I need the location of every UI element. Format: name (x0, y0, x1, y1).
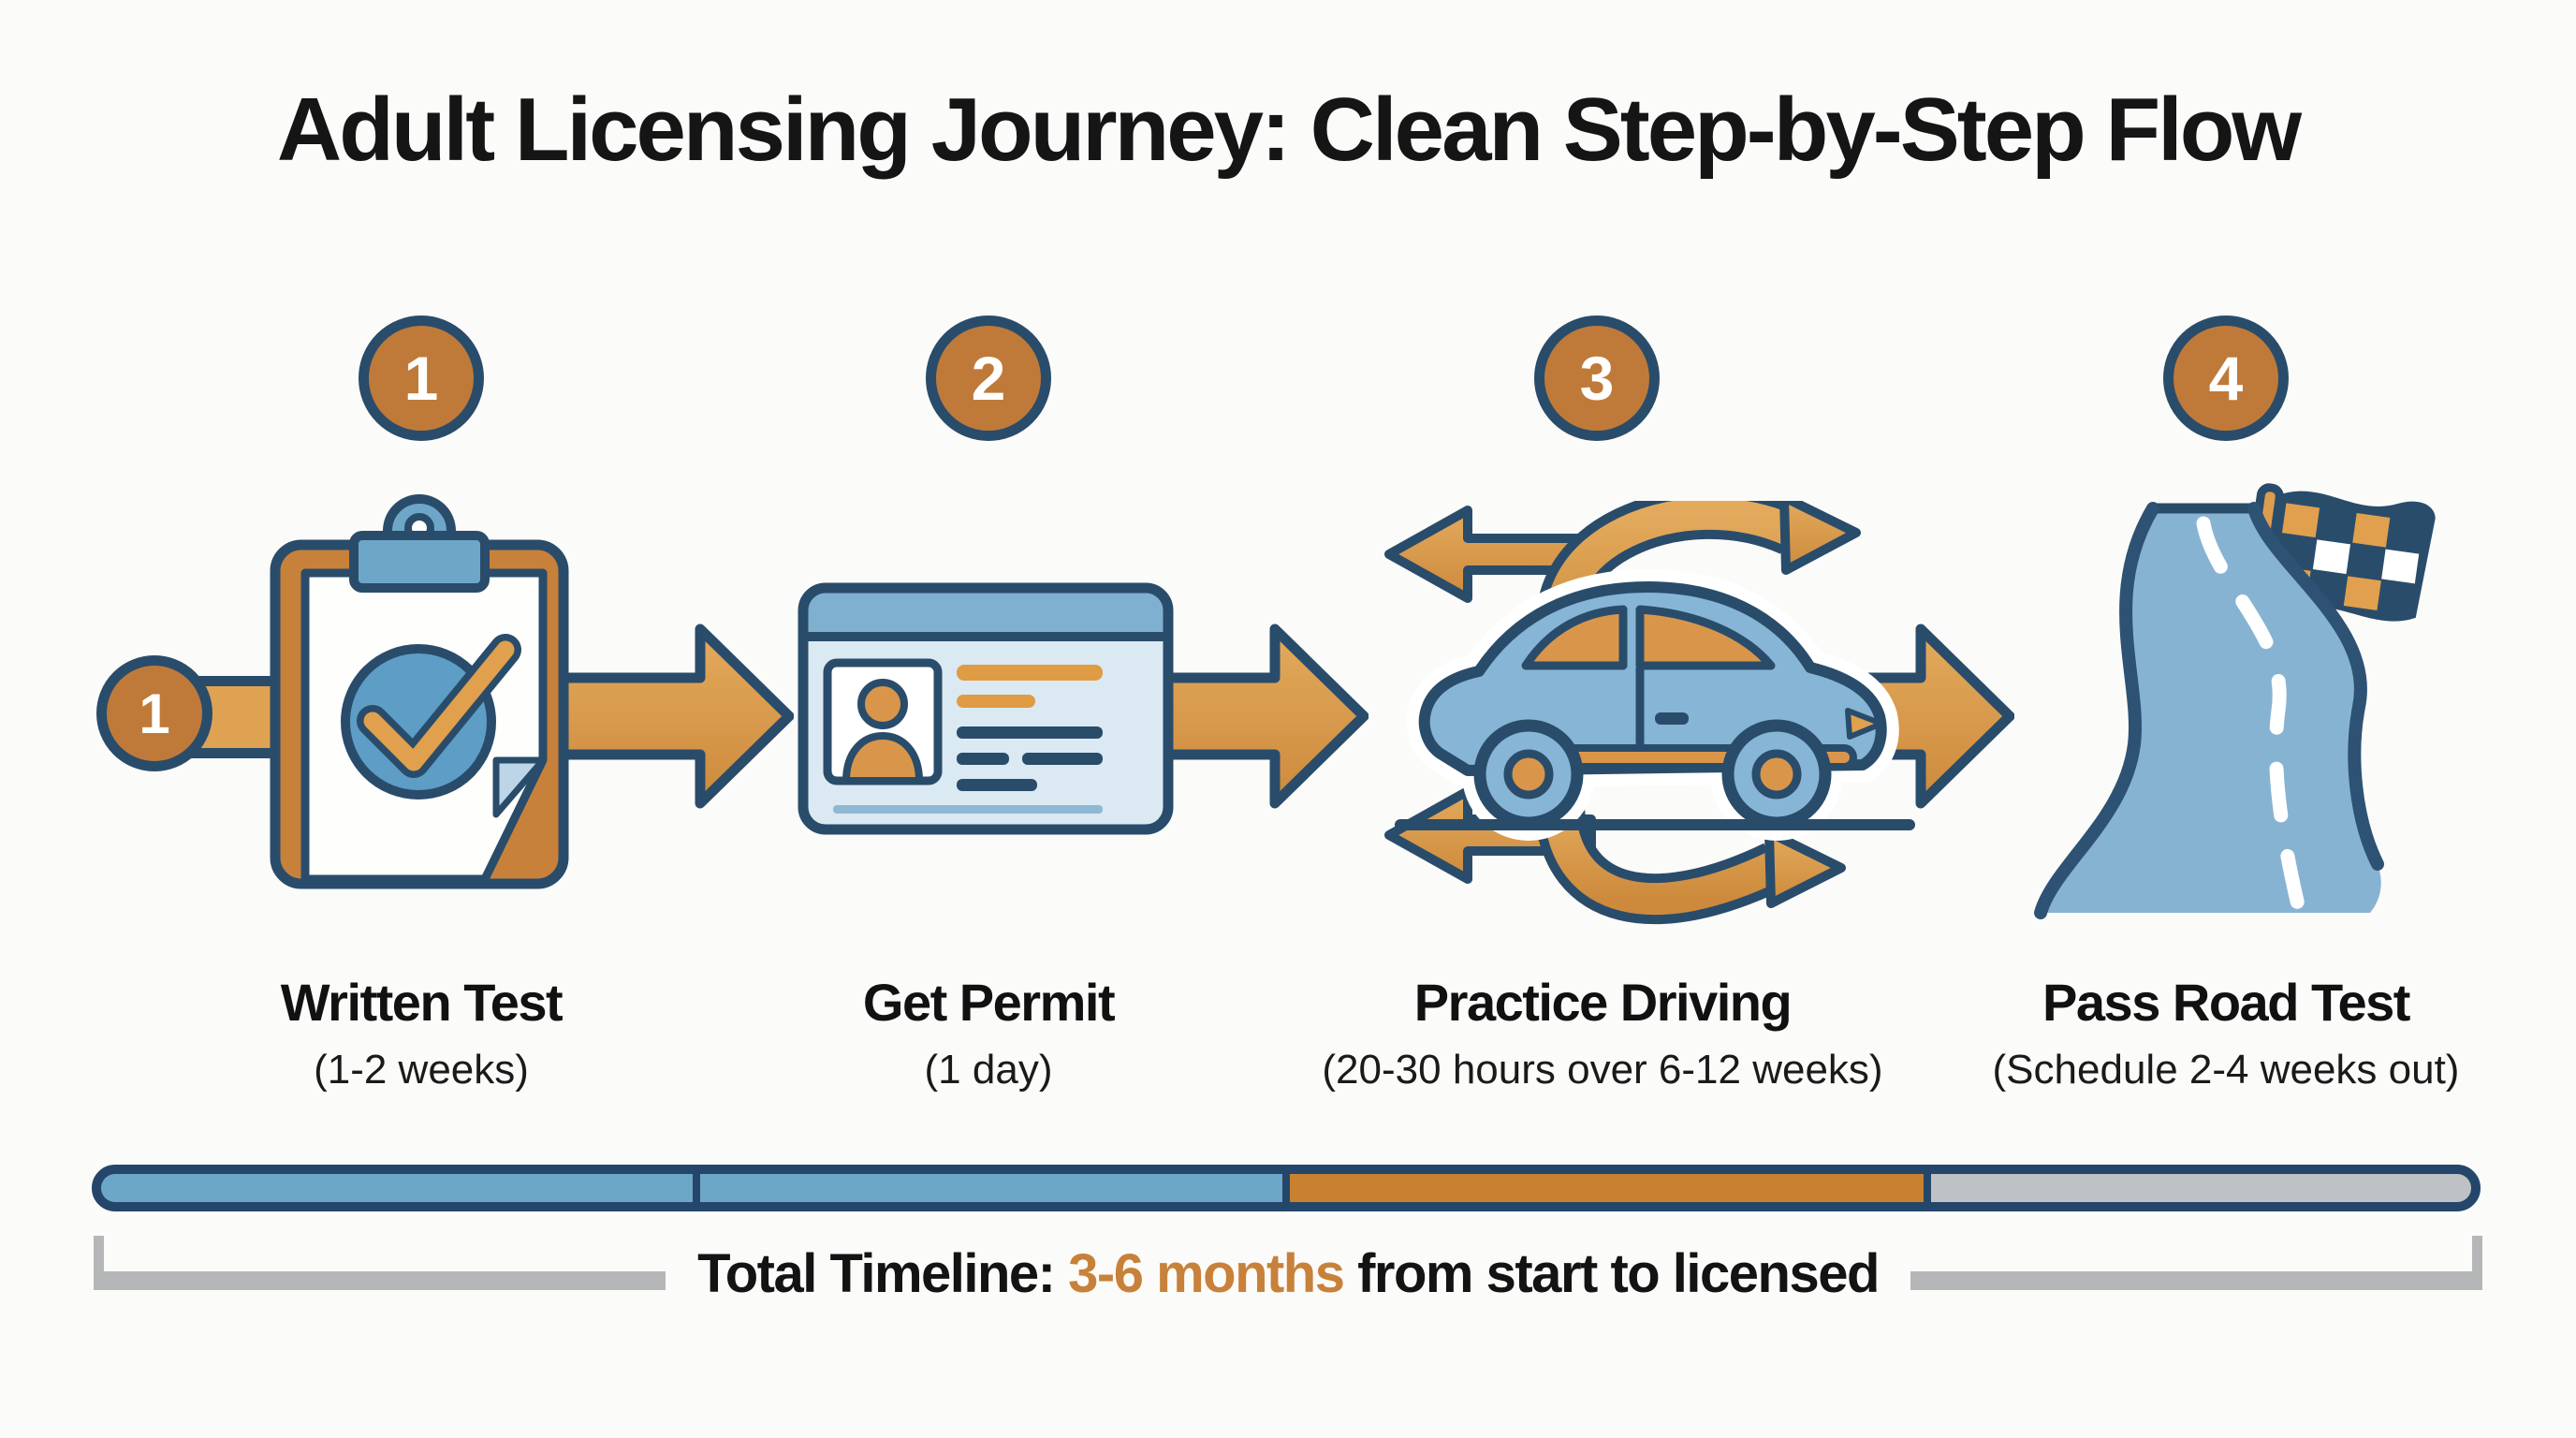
road-finish-flag-icon (2034, 483, 2436, 919)
step-number: 2 (971, 344, 1006, 413)
step-number: 4 (2208, 344, 2244, 413)
step-badge-3: 3 (1534, 315, 1660, 441)
step-title-3: Practice Driving (1413, 973, 1793, 1032)
step-number: 3 (1579, 344, 1615, 413)
step-duration-1: (1-2 weeks) (314, 1047, 529, 1093)
step-badge-4: 4 (2163, 315, 2289, 441)
bracket-left-tick (94, 1236, 104, 1290)
timeline-segment-4 (1931, 1174, 2471, 1202)
step-duration-4: (Schedule 2-4 weeks out) (1992, 1047, 2460, 1093)
start-marker-badge: 1 (96, 655, 212, 771)
step-number: 1 (403, 344, 439, 413)
timeline-segment-divider (693, 1174, 701, 1202)
clipboard-check-icon (270, 494, 569, 889)
timeline-segment-divider (1924, 1174, 1932, 1202)
timeline-segment-3 (1290, 1174, 1925, 1202)
step-badge-1: 1 (359, 315, 484, 441)
total-suffix: from start to licensed (1343, 1243, 1880, 1304)
timeline-progress-bar (92, 1165, 2481, 1211)
bracket-left-bar (104, 1271, 666, 1290)
step-badge-2: 2 (926, 315, 1051, 441)
total-timeline-bracket: Total Timeline: 3-6 months from start to… (94, 1234, 2483, 1304)
step-title-4: Pass Road Test (2042, 973, 2410, 1032)
step-number: 1 (139, 682, 170, 745)
bracket-right-tick (2472, 1236, 2483, 1290)
timeline-segment-divider (1282, 1174, 1290, 1202)
car-practice-arrows-icon (1384, 501, 1915, 925)
timeline-segment-1 (101, 1174, 694, 1202)
total-timeline-text: Total Timeline: 3-6 months from start to… (697, 1242, 1880, 1305)
id-card-icon (798, 582, 1174, 835)
step-duration-3: (20-30 hours over 6-12 weeks) (1322, 1047, 1883, 1093)
step-title-2: Get Permit (862, 973, 1116, 1032)
page-title: Adult Licensing Journey: Clean Step-by-S… (276, 80, 2302, 180)
step-duration-2: (1 day) (924, 1047, 1053, 1093)
total-prefix: Total Timeline: (697, 1243, 1069, 1304)
bracket-right-bar (1910, 1271, 2473, 1290)
total-highlight: 3-6 months (1068, 1243, 1345, 1304)
flow-arrow-icon (560, 624, 794, 809)
step-title-1: Written Test (280, 973, 564, 1032)
timeline-segment-2 (700, 1174, 1282, 1202)
